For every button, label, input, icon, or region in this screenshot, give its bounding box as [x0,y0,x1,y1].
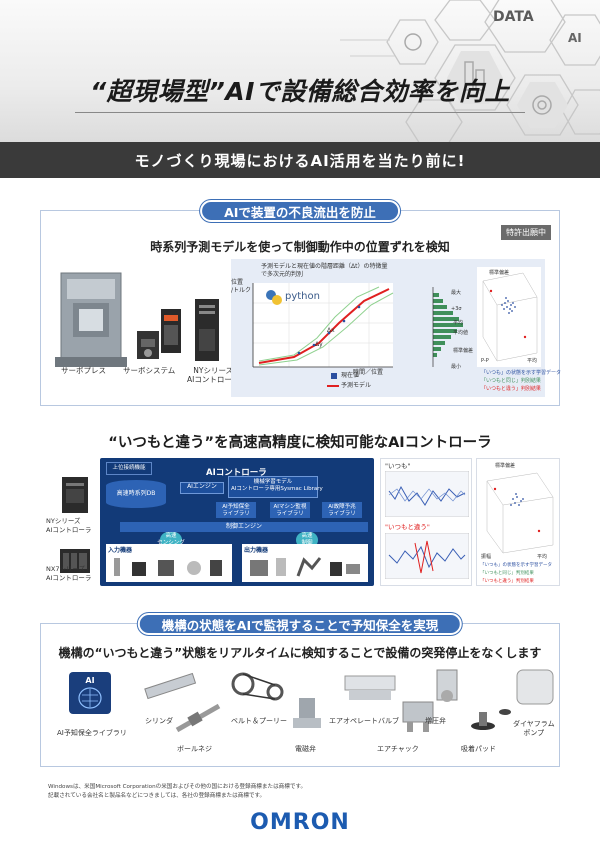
legend-current: 現在値 [341,372,360,379]
legend-model: 予測モデル [341,382,372,389]
section1-subtitle: 時系列予測モデルを使って制御動作中の位置ずれを検知 [150,240,450,254]
tagline-banner: モノづくり現場におけるAI活用を当たり前に! [0,142,600,178]
section-defect-prevention: 特許出願中 時系列予測モデルを使って制御動作中の位置ずれを検知 サーボプレス サ… [40,210,561,406]
diagram-ai-engine: AIエンジン [180,482,224,494]
wave-abnormal-label: "いつもと違う" [385,523,430,531]
ai-library-label: AI予知保全ライブラリ [57,729,127,737]
distribution-histogram [432,287,463,367]
prediction-chart [252,283,394,368]
abnormal-waveform [385,533,469,579]
page-title: “超現場型”AIで設備総合効率を向上 [90,77,510,106]
ai-badge-text: AI [85,676,95,685]
hexagon-pattern [340,0,600,142]
controllers-illustration [60,477,90,573]
diagram-input-label: 入力機器 [108,547,133,554]
ai-hex-label: AI [568,31,582,45]
component-label-air-chuck: エアチャック [377,745,419,753]
components-illustration [144,669,554,733]
normal-waveform [385,471,469,517]
component-label-belt-pulley: ベルト＆プーリー [231,717,287,725]
hist-label-mean: 平均 [453,320,464,326]
header-hero: DATA AI “超現場型”AIで設備総合効率を向上 [0,0,600,142]
delta-x-label: Δx [327,327,335,334]
component-label-solenoid-valve: 電磁弁 [295,745,316,753]
scatter2-legend-train: 「いつも」の状態を示す学習データ [480,563,552,568]
title-underline [75,112,525,113]
component-label-cylinder: シリンダ [145,717,173,725]
scatter2-legend-same: 「いつもと同じ」判別結果 [480,571,534,576]
scatter2-title: 標準偏差 [495,463,516,469]
hist-label-3sigma: +3σ [451,306,462,312]
data-hex-label: DATA [493,9,534,25]
scatter-axis-mean: 平均 [527,358,538,364]
section2-title: “いつもと違う”を高速高精度に検知可能なAIコントローラ [108,435,492,451]
section-ai-controller: NYシリーズ AIコントローラ NX7シリーズ AIコントローラ [40,453,560,593]
input-devices-icon [114,558,222,576]
scatter-axis-pp: P-P [481,358,489,364]
section3-subtitle: 機構の“いつもと違う”状態をリアルタイムに検知することで設備の突発停止をなくしま… [58,646,542,660]
section3-pill: 機構の状態をAIで監視することで予知保全を実現 [137,613,463,635]
controller-label-ny: NYシリーズ AIコントローラ [46,517,92,534]
footnote-windows: Windowsは、米国Microsoft Corporationの米国およびその… [48,784,307,790]
waveform-panel: "いつも" "いつもと違う" [380,458,472,586]
patent-badge: 特許出願中 [501,225,551,240]
diagram-lib-fault-sign: AI故障予兆 ライブラリ [322,502,362,518]
component-label-suction-pad: 吸着パッド [461,745,496,753]
scatter2-axis-mean: 平均 [537,554,548,560]
scatter2-legend-diff: 「いつもと違う」判別結果 [480,579,534,584]
diagram-output-panel: 出力機器 [242,544,368,582]
diagram-input-panel: 入力機器 [106,544,232,582]
hist-label-stddev: 標準偏差 [453,348,474,354]
footnote-trademarks: 記載されている会社名と製品名などにつきましては、各社の登録商標または商標です。 [48,793,266,799]
diagram-lib-predictive: AI予知保全 ライブラリ [216,502,256,518]
section-predictive-maintenance: AI AI予知保全ライブラリ シリンダ ボールネ [40,623,560,767]
ai-brain-icon [78,687,102,709]
hist-label-min: 最小 [451,364,462,370]
diagram-control-engine: 制御エンジン [120,522,368,532]
component-label-booster-valve: 増圧弁 [425,717,446,725]
diagram-library-box: 機械学習モデル AIコントローラ専用Sysmac Library [228,476,323,498]
machine-label-servo-press: サーボプレス [61,366,106,375]
controller-connector [92,483,100,583]
ai-library-icon: AI [69,672,111,714]
scatter-panel-2: 標準偏差 振幅 平均 「いつも」の状態を示す学習データ 「いつもと同じ」判別結果… [476,458,560,586]
chart-caption: 予測モデルと現在値の階層距離（Δt）の特徴量で多次元的判別 [261,263,388,278]
chart-y-axis-label: 位置 /トルク [231,279,252,294]
chart-x-axis-label: 時間／位置 [353,369,384,376]
scatter-title: 標準偏差 [489,270,510,276]
omron-logo: OMRON [250,810,350,835]
legend-model-marker [327,385,339,387]
component-label-air-operated-valve: エアオペレートバルブ [329,717,399,725]
delta-y-label: Δy [315,341,323,348]
diagram-top-label: 上位接続機能 [106,462,152,475]
scatter-legend-same: 「いつもと同じ」判別結果 [481,378,541,384]
diagram-lib-machine-monitor: AIマシン監視 ライブラリ [270,502,310,518]
controller-label-nx7: NX7シリーズ AIコントローラ [46,565,92,582]
section1-pill: AIで装置の不良流出を防止 [200,200,400,222]
scatter-3d-plot-2 [486,472,554,554]
scatter-legend-train: 「いつも」の状態を示す学習データ [481,370,562,376]
wave-normal-label: "いつも" [385,462,411,470]
legend-current-marker [331,373,337,379]
machine-label-servo-system: サーボシステム [123,366,176,375]
scatter-3d-plot [477,267,541,367]
hist-label-mean-value: 平均値 [453,330,469,336]
machine-label-ny-controller: NYシリーズ AIコントローラ [187,366,240,384]
diagram-output-label: 出力機器 [244,547,269,554]
diagram-timeseries-db: 高速時系列DB [106,480,166,508]
component-label-ball-screw: ボールネジ [177,745,212,753]
machines-illustration [55,272,219,367]
scatter-legend-diff: 「いつもと違う」判別結果 [481,386,541,392]
scatter2-axis-amplitude: 振幅 [481,554,492,560]
diagram-title: AIコントローラ [206,468,267,478]
python-label: python [285,291,320,302]
analysis-panel: 予測モデルと現在値の階層距離（Δt）の特徴量で多次元的判別 python 位置 … [231,259,561,397]
output-devices-icon [250,557,360,577]
ai-controller-diagram: 上位接続機能 AIコントローラ 高速時系列DB AIエンジン 機械学習モデル A… [100,458,374,586]
hist-label-max: 最大 [451,290,462,296]
tagline-text: モノづくり現場におけるAI活用を当たり前に! [134,151,466,170]
component-label-diaphragm-pump: ダイヤフラム ポンプ [513,720,555,737]
